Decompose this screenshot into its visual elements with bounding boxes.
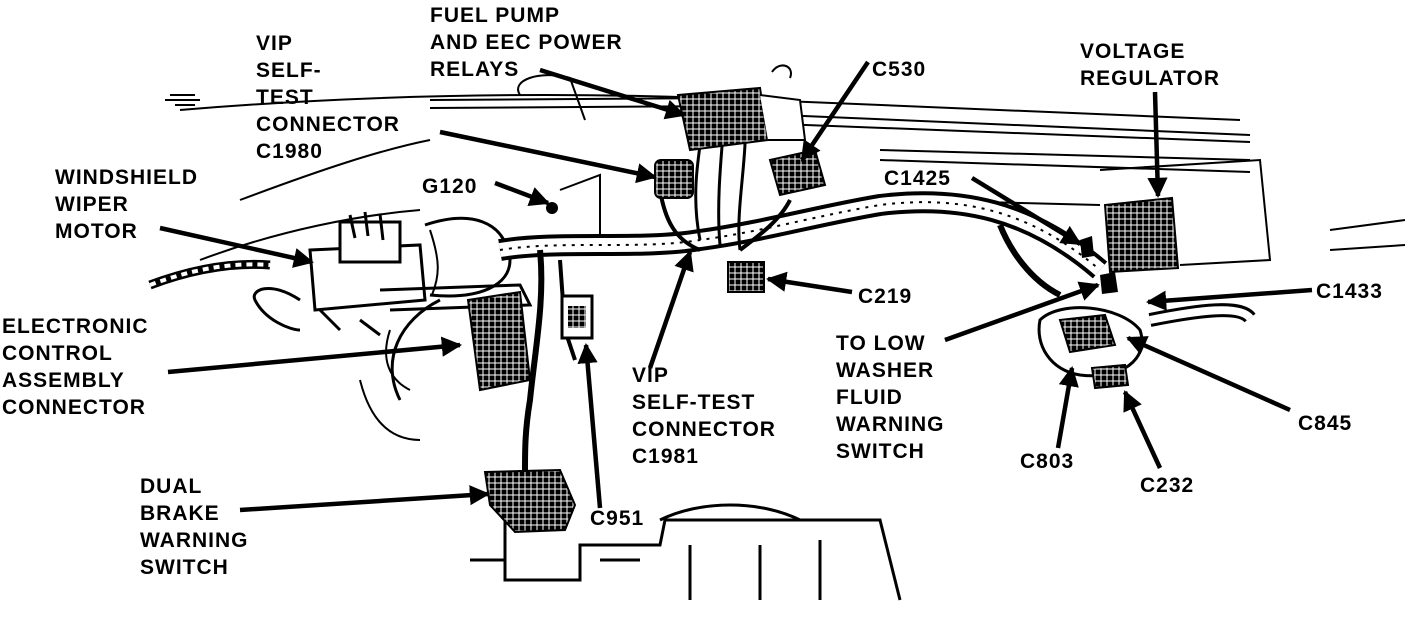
vip-c1980-connector — [654, 159, 694, 199]
label-c803: C803 — [1020, 450, 1075, 473]
eca-connector — [466, 290, 532, 392]
label-eca-connector: ELECTRONIC CONTROL ASSEMBLY CONNECTOR — [2, 315, 149, 419]
left-body-lines — [165, 94, 421, 441]
label-c951: C951 — [590, 507, 645, 530]
label-c530: C530 — [872, 58, 927, 81]
label-voltage-regulator: VOLTAGE REGULATOR — [1080, 40, 1221, 90]
label-fuel-pump-relays: FUEL PUMP AND EEC POWER RELAYS — [430, 4, 623, 81]
label-c1425: C1425 — [884, 167, 951, 190]
relay-block — [676, 86, 807, 152]
c1425-connector — [1080, 236, 1094, 258]
label-c219: C219 — [858, 285, 913, 308]
right-connector-cluster — [1037, 272, 1144, 390]
label-g120: G120 — [422, 175, 478, 198]
label-vip-c1980: VIP SELF- TEST CONNECTOR C1980 — [256, 32, 400, 163]
master-cylinder-outline — [470, 503, 902, 601]
c219-connector — [727, 261, 765, 293]
g120-ground — [546, 202, 558, 214]
label-windshield-wiper-motor: WINDSHIELD WIPER MOTOR — [55, 166, 198, 243]
label-c232: C232 — [1140, 474, 1195, 497]
voltage-regulator-unit — [1103, 196, 1180, 274]
brake-switch-connector — [483, 468, 577, 534]
label-dual-brake: DUAL BRAKE WARNING SWITCH — [140, 475, 249, 579]
c530-connector — [768, 148, 827, 197]
label-c1433: C1433 — [1316, 280, 1383, 303]
leader-arrows — [159, 60, 1313, 513]
wiper-motor — [148, 211, 533, 337]
label-vip-c1981: VIP SELF-TEST CONNECTOR C1981 — [632, 364, 776, 468]
wiring-harness — [498, 109, 1256, 520]
label-to-low-washer: TO LOW WASHER FLUID WARNING SWITCH — [836, 332, 945, 463]
label-c845: C845 — [1298, 412, 1353, 435]
